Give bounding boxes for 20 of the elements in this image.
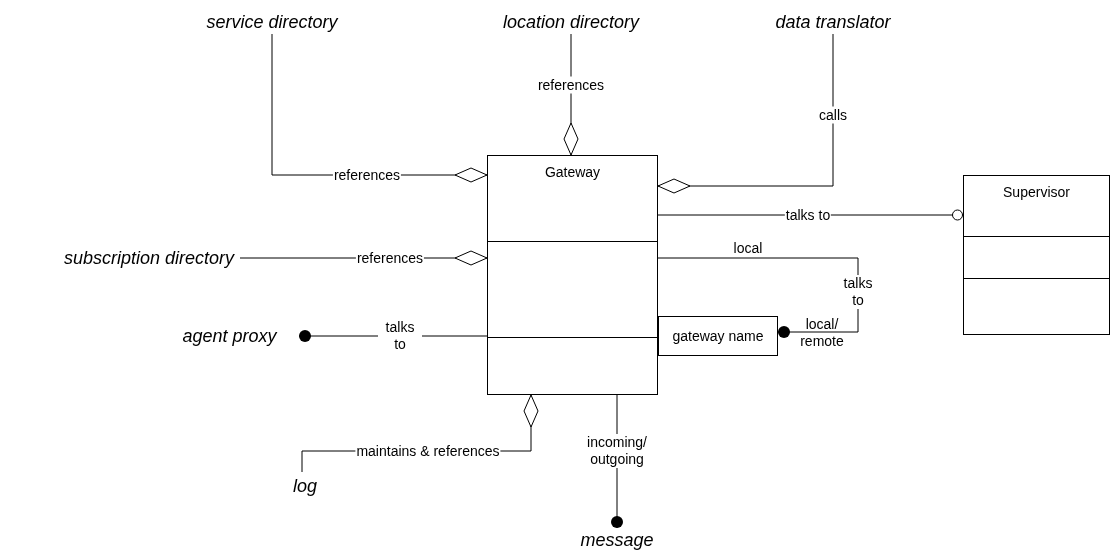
association-line (657, 257, 859, 338)
class-label: subscription directory (58, 246, 240, 270)
class-label: agent proxy (160, 324, 299, 348)
class-label: location directory (475, 10, 667, 34)
class-label: data translator (755, 10, 911, 34)
edge-label: calls (818, 106, 848, 124)
class-name: Supervisor (1002, 183, 1071, 202)
association-line (563, 33, 579, 156)
role-label: local (732, 239, 764, 257)
association-line (239, 250, 488, 266)
class-box (487, 155, 658, 395)
edge-label: references (536, 76, 606, 94)
class-label: service directory (180, 10, 364, 34)
class-label: message (562, 528, 672, 552)
role-label: local/ remote (799, 316, 845, 350)
class-box (963, 175, 1110, 335)
class-label: log (285, 472, 325, 500)
class-name: Gateway (543, 163, 602, 182)
association-line (657, 33, 834, 194)
qualifier-box: gateway name (658, 316, 778, 356)
